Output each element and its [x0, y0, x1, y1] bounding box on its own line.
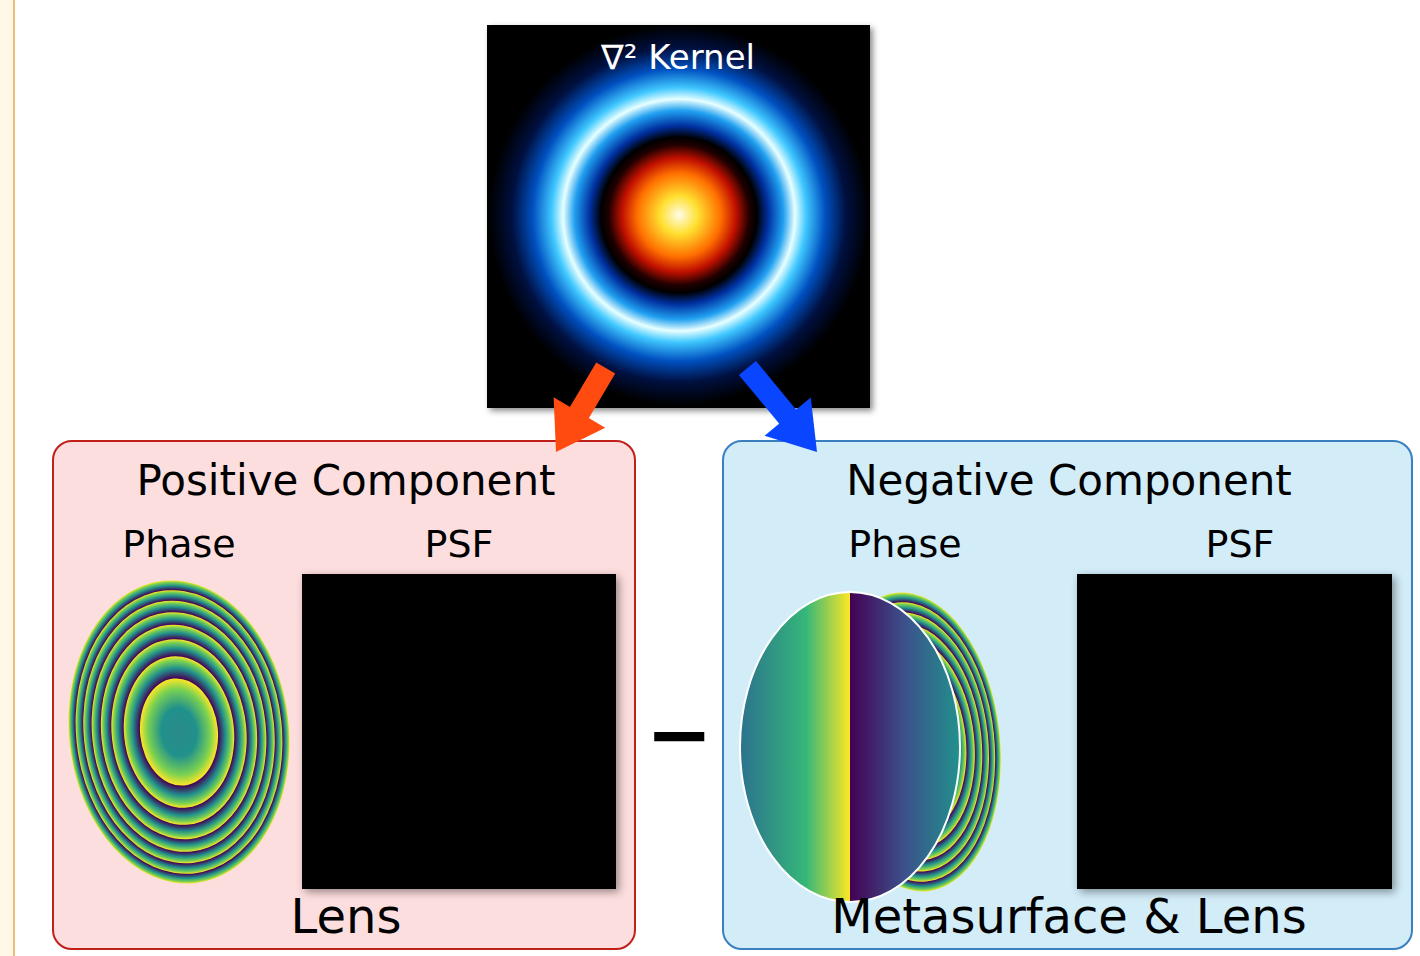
kernel-image: ∇² Kernel	[487, 25, 870, 408]
node-text: Lens	[291, 890, 402, 943]
node-title: Positive Component	[136, 458, 555, 504]
illustration	[54, 442, 638, 952]
side-panel	[0, 0, 20, 956]
illustration	[724, 442, 1415, 952]
node-text: Phase	[848, 524, 961, 566]
node-title: Negative Component	[846, 458, 1292, 504]
minus-sign: −	[645, 691, 712, 779]
node-title: ∇² Kernel	[601, 39, 755, 76]
positive-panel: Positive ComponentPhase PSF Lens	[52, 440, 636, 950]
node-text: PSF	[425, 524, 494, 566]
node-text: Phase	[122, 524, 235, 566]
node-text: Metasurface & Lens	[831, 890, 1306, 943]
illustration	[487, 25, 870, 408]
node-text: PSF	[1206, 524, 1275, 566]
negative-panel: Negative ComponentPhase PSF Metasurface & …	[722, 440, 1413, 950]
